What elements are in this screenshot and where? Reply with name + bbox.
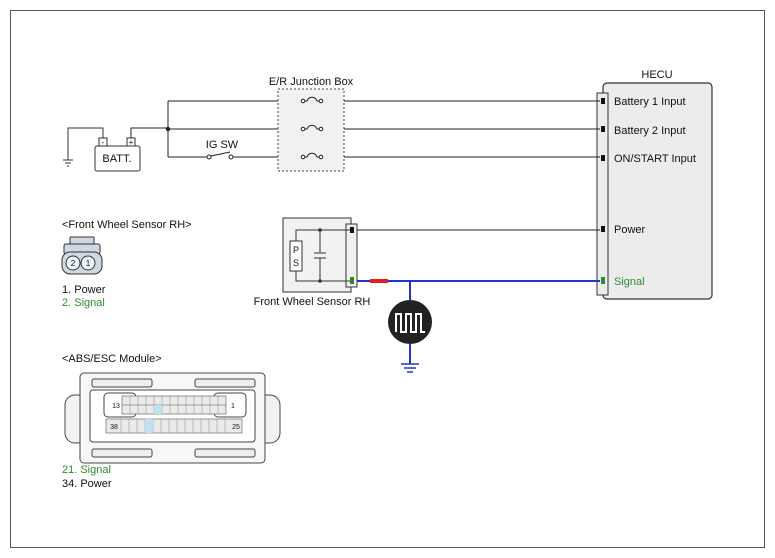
battery-body <box>94 145 141 172</box>
sensor-connector-title: <Front Wheel Sensor RH> <box>62 219 192 231</box>
sensor-legend-signal: 2. Signal <box>62 297 105 309</box>
battery-ground <box>63 127 104 167</box>
battery-minus-sign: - <box>102 138 105 147</box>
abs-pin-13: 13 <box>112 403 120 410</box>
hecu-body <box>602 82 713 300</box>
ig-switch-label: IG SW <box>206 139 239 151</box>
supply-wiring <box>130 100 600 158</box>
sensor-element-p: P <box>293 245 299 255</box>
hecu-pin-power <box>601 226 605 232</box>
abs-connector-title: <ABS/ESC Module> <box>62 353 162 365</box>
abs-pin-21-highlight <box>154 405 162 414</box>
hecu-label-battery2: Battery 2 Input <box>614 125 686 137</box>
hecu-pin-signal <box>601 277 605 284</box>
signal-wire <box>357 279 600 300</box>
battery-label: BATT. <box>102 153 131 165</box>
sensor-connector-view: <Front Wheel Sensor RH> 2 1 1. Power 2. … <box>61 219 192 309</box>
diagram-frame <box>10 10 765 548</box>
sensor-connector-pin2: 2 <box>71 259 76 268</box>
sensor-label: Front Wheel Sensor RH <box>254 296 371 308</box>
sensor-connector-icon <box>61 236 103 275</box>
hecu-module: HECU Battery 1 Input Battery 2 Input ON/… <box>596 69 713 300</box>
junction-box-label: E/R Junction Box <box>269 76 354 88</box>
hecu-pin-strip <box>596 92 609 296</box>
fuse-2 <box>303 124 321 130</box>
abs-legend-power: 34. Power <box>62 478 112 490</box>
ig-switch: IG SW <box>206 139 239 160</box>
sensor-element-s: S <box>293 258 299 268</box>
abs-pin-34-highlight <box>145 419 153 433</box>
abs-pin-25: 25 <box>232 424 240 431</box>
splice-point <box>165 126 171 132</box>
wheel-sensor-schematic: P S Front Wheel Sensor RH <box>254 217 371 308</box>
hecu-label-onstart: ON/START Input <box>614 153 696 165</box>
sensor-pin-power <box>350 227 354 233</box>
battery-plus-sign: + <box>129 138 134 147</box>
battery: - + BATT. <box>94 137 141 172</box>
oscilloscope-icon <box>388 300 432 373</box>
sensor-legend-power: 1. Power <box>62 284 106 296</box>
junction-box: E/R Junction Box <box>269 76 354 172</box>
abs-connector-icon <box>64 372 281 464</box>
fuse-1 <box>303 96 321 102</box>
abs-connector-view: <ABS/ESC Module> <box>62 353 281 490</box>
hecu-label-signal: Signal <box>614 276 645 288</box>
hecu-title: HECU <box>641 69 672 81</box>
sensor-connector-pin1: 1 <box>86 259 91 268</box>
hecu-label-power: Power <box>614 224 646 236</box>
hecu-label-battery1: Battery 1 Input <box>614 96 686 108</box>
abs-pin-38: 38 <box>110 424 118 431</box>
fuse-3 <box>303 152 321 158</box>
sensor-pin-signal <box>350 277 354 284</box>
abs-pin-1: 1 <box>231 403 235 410</box>
hecu-pin-battery1 <box>601 98 605 104</box>
abs-legend-signal: 21. Signal <box>62 464 111 476</box>
sensor-pin-strip <box>345 223 358 288</box>
hecu-pin-onstart <box>601 155 605 161</box>
hecu-pin-battery2 <box>601 126 605 132</box>
junction-box-outline <box>277 88 345 172</box>
